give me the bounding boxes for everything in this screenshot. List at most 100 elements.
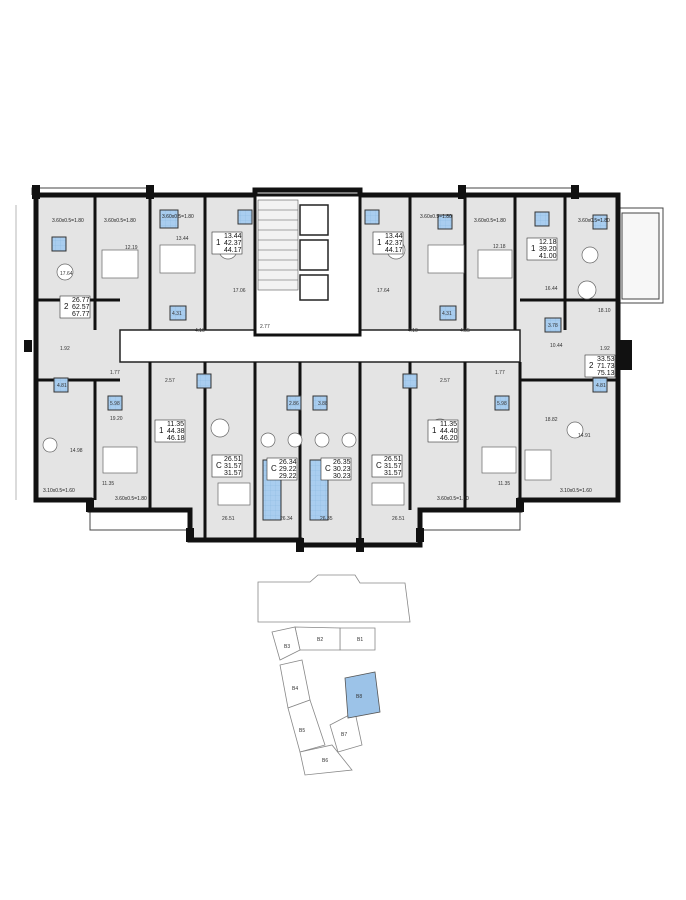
svg-text:1: 1 — [216, 238, 221, 247]
room-area: 14.98 — [70, 448, 83, 454]
key-plan-labels: B1 B2 B3 B4 B5 B6 B7 B8 — [284, 637, 363, 764]
room-area: 3.88 — [318, 401, 328, 407]
svg-text:2: 2 — [64, 302, 69, 311]
svg-text:33.53: 33.53 — [597, 356, 615, 363]
balcony-label: 3.60х0.5=1.80 — [474, 218, 506, 224]
key-plan-label-s3: B3 — [284, 644, 290, 650]
room-area: 4.31 — [172, 311, 182, 317]
room-area: 2.86 — [289, 401, 299, 407]
key-plan-section-s3 — [271, 626, 301, 661]
wall-stubs — [24, 185, 632, 552]
balcony-label: 3.60х0.5=1.80 — [578, 218, 610, 224]
svg-text:31.57: 31.57 — [224, 470, 242, 477]
room-area: 1.77 — [495, 370, 505, 376]
room-area: 4.10 — [408, 328, 418, 334]
room-area: 4.85 — [460, 328, 470, 334]
balcony-outlines — [31, 187, 664, 531]
room-area: 4.10 — [195, 328, 205, 334]
svg-text:62.57: 62.57 — [72, 304, 90, 311]
room-area: 11.35 — [102, 481, 114, 487]
key-plan-section-s6 — [299, 744, 353, 776]
room-area: 4.31 — [442, 311, 452, 317]
key-plan-label-s4: B4 — [292, 686, 298, 692]
svg-text:13.44: 13.44 — [385, 233, 403, 240]
svg-text:44.40: 44.40 — [440, 428, 458, 435]
key-plan-section-s4 — [279, 659, 311, 709]
svg-text:31.57: 31.57 — [384, 470, 402, 477]
svg-text:C: C — [325, 464, 331, 473]
svg-text:30.23: 30.23 — [333, 473, 351, 480]
svg-text:29.22: 29.22 — [279, 466, 297, 473]
apartment-label-a4: 1 12.18 39.20 41.00 — [526, 237, 558, 261]
svg-text:C: C — [216, 461, 222, 470]
room-area: 14.91 — [578, 433, 591, 439]
room-area: 11.35 — [498, 481, 510, 487]
apartment-label-a11: 1 11.35 44.40 46.20 — [427, 419, 459, 443]
svg-text:31.57: 31.57 — [384, 463, 402, 470]
apartment-label-a7: C 26.51 31.57 31.57 — [211, 454, 243, 478]
room-area: 12.18 — [493, 244, 506, 250]
room-area: 1.92 — [600, 346, 610, 352]
svg-text:44.17: 44.17 — [385, 247, 403, 254]
balcony-label: 3.60х0.5=1.80 — [162, 214, 194, 220]
room-area: 2.57 — [165, 378, 175, 384]
key-plan-section-s5 — [287, 699, 326, 753]
room-area: 2.77 — [260, 324, 270, 330]
room-area: 17.06 — [233, 288, 246, 294]
svg-text:1: 1 — [377, 238, 382, 247]
svg-text:30.23: 30.23 — [333, 466, 351, 473]
svg-text:46.18: 46.18 — [167, 435, 185, 442]
corridor — [119, 193, 521, 363]
svg-text:67.77: 67.77 — [72, 311, 90, 318]
svg-text:39.20: 39.20 — [539, 246, 557, 253]
key-plan-label-s2: B2 — [317, 637, 323, 643]
room-area: 26.34 — [280, 516, 293, 522]
room-area: 1.77 — [110, 370, 120, 376]
svg-text:42.37: 42.37 — [224, 240, 242, 247]
room-area: 4.81 — [596, 383, 606, 389]
apartment-label-a10: C 26.51 31.57 31.57 — [371, 454, 403, 478]
room-area: 5.98 — [497, 401, 507, 407]
key-plan-label-s6: B6 — [322, 758, 328, 764]
key-plan-label-s8: B8 — [356, 694, 362, 700]
svg-text:11.35: 11.35 — [440, 421, 457, 428]
svg-text:29.22: 29.22 — [279, 473, 297, 480]
svg-text:26.77: 26.77 — [72, 297, 90, 304]
room-area: 1.92 — [60, 346, 70, 352]
svg-text:75.13: 75.13 — [597, 370, 615, 377]
room-area: 10.44 — [550, 343, 563, 349]
balcony-label: 3.60х0.5=1.80 — [115, 496, 147, 502]
balcony-label: 3.60х0.5=1.80 — [437, 496, 469, 502]
room-area: 26.51 — [392, 516, 405, 522]
apartment-label-a9: C 26.35 30.23 30.23 — [320, 457, 352, 481]
svg-text:C: C — [376, 461, 382, 470]
svg-text:31.57: 31.57 — [224, 463, 242, 470]
room-area: 17.64 — [377, 288, 390, 294]
svg-text:13.44: 13.44 — [224, 233, 242, 240]
room-area: 12.19 — [125, 245, 138, 251]
apartment-label-a6: 1 11.35 44.38 46.18 — [154, 419, 186, 443]
balcony-labels: 3.60х0.5=1.80 3.60х0.5=1.80 3.60х0.5=1.8… — [43, 214, 610, 502]
svg-text:2: 2 — [589, 361, 594, 370]
svg-text:44.17: 44.17 — [224, 247, 242, 254]
balcony-label: 3.60х0.5=1.80 — [52, 218, 84, 224]
svg-text:26.51: 26.51 — [224, 456, 242, 463]
svg-text:C: C — [271, 464, 277, 473]
room-area: 26.35 — [320, 516, 333, 522]
svg-text:26.51: 26.51 — [384, 456, 402, 463]
apartment-label-a8: C 26.34 29.22 29.22 — [266, 457, 298, 481]
room-area-labels: 17.64 12.19 13.44 17.06 17.64 12.18 16.4… — [57, 236, 611, 522]
balcony-label: 3.10х0.5=1.60 — [560, 488, 592, 494]
room-area: 16.44 — [545, 286, 558, 292]
svg-text:26.35: 26.35 — [333, 459, 351, 466]
room-area: 3.78 — [548, 323, 558, 329]
room-area: 17.64 — [60, 271, 73, 277]
svg-text:1: 1 — [159, 426, 164, 435]
svg-text:26.34: 26.34 — [279, 459, 297, 466]
room-area: 18.82 — [545, 417, 558, 423]
room-area: 18.10 — [598, 308, 611, 314]
key-plan-label-s5: B5 — [299, 728, 305, 734]
key-plan-section-s7 — [329, 711, 363, 753]
room-area: 4.81 — [57, 383, 67, 389]
